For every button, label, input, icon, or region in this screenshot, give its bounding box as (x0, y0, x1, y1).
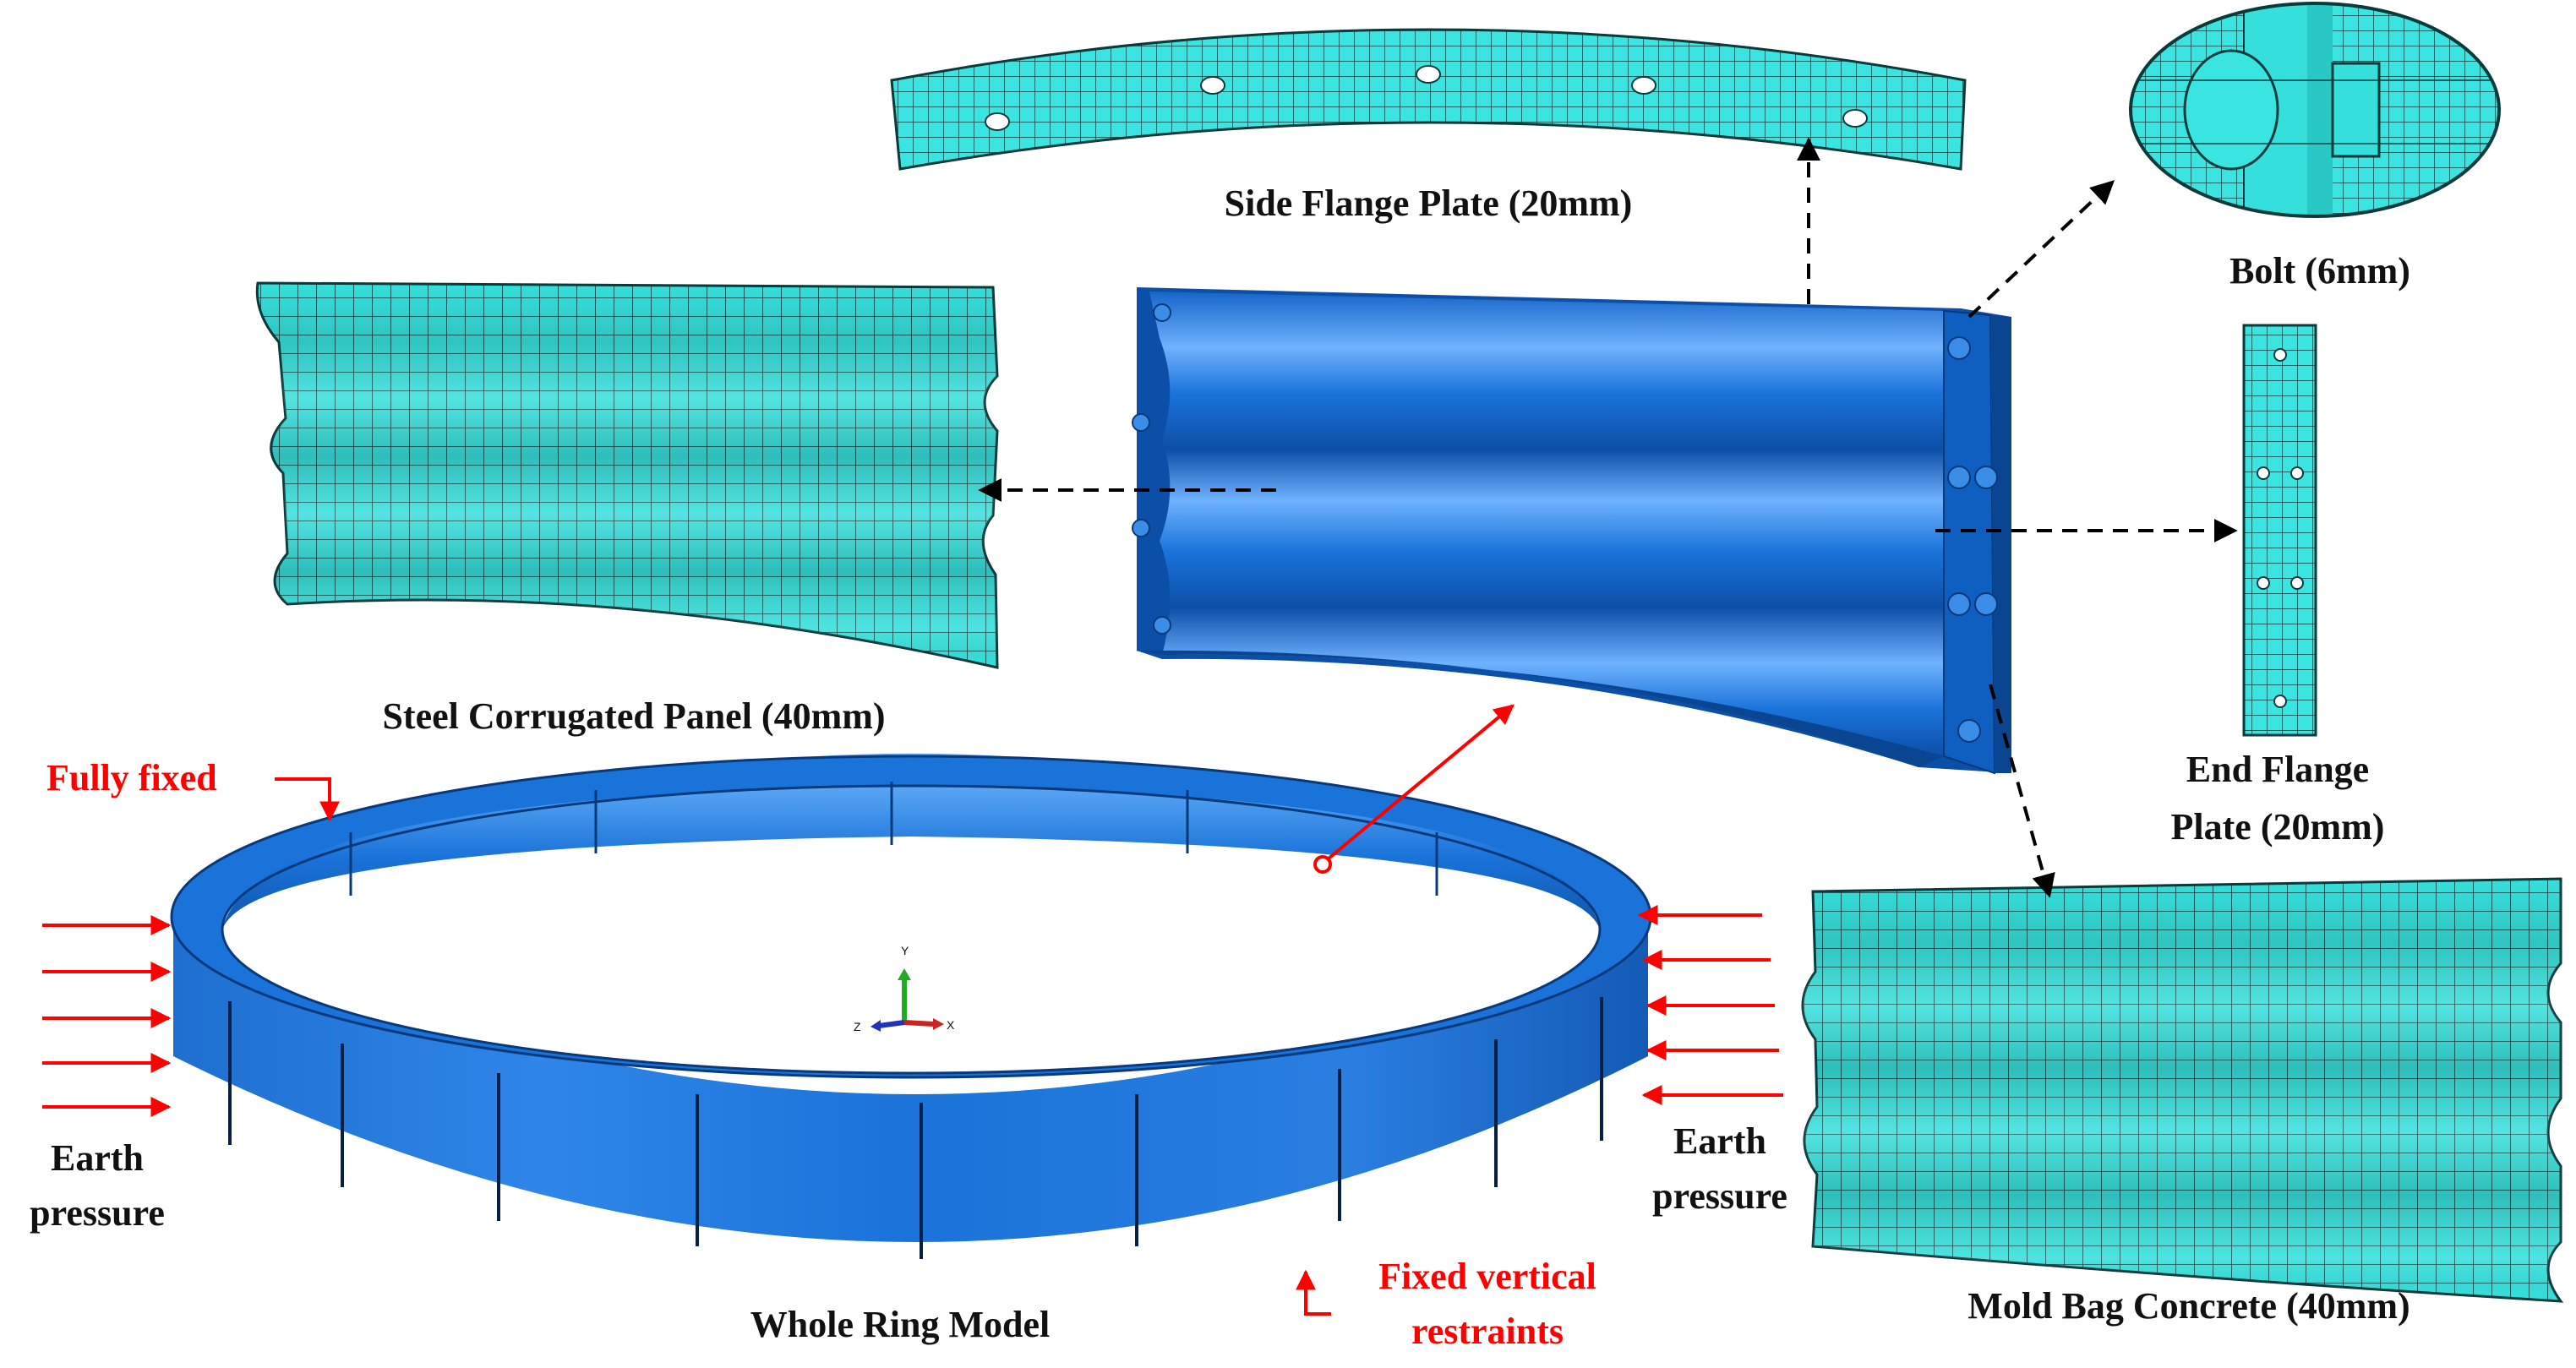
ring-to-segment-pointer (1313, 704, 1514, 874)
mold-bag-label: Mold Bag Concrete (40mm) (1967, 1285, 2410, 1327)
earth-pressure-right-line2: pressure (1652, 1175, 1787, 1217)
earth-pressure-arrows-right (1637, 905, 1783, 1105)
end-flange-plate-mesh (2242, 324, 2317, 737)
axis-z-label: Z (854, 1020, 861, 1033)
end-flange-label-line1: End Flange (2186, 749, 2369, 790)
coordinate-axes-triad: Y X Z (854, 944, 955, 1033)
earth-pressure-right-line1: Earth (1673, 1120, 1766, 1162)
earth-pressure-left-line1: Earth (51, 1137, 144, 1179)
single-segment-model (1132, 287, 2011, 775)
axis-x-label: X (947, 1018, 955, 1032)
ring-segment-joints (228, 997, 1603, 1259)
leader-to-bolt (1967, 180, 2115, 319)
steel-corrugated-panel-mesh (255, 281, 999, 669)
side-flange-bolt-holes (985, 65, 1868, 131)
whole-ring-model (170, 753, 1652, 1259)
fixed-vertical-label-line2: restraints (1411, 1311, 1564, 1352)
fixed-vertical-label-line1: Fixed vertical (1378, 1256, 1596, 1297)
fixed-vertical-arrow (1296, 1269, 1331, 1316)
segment-bolt-heads (1132, 303, 1998, 743)
end-flange-bolt-holes (2257, 348, 2304, 708)
axis-y-label: Y (901, 944, 909, 957)
fully-fixed-label: Fully fixed (46, 757, 217, 798)
leader-to-mold-bag (1989, 684, 2055, 898)
bolt-detail-view (2129, 2, 2501, 218)
mold-bag-concrete-mesh (1801, 877, 2564, 1303)
earth-pressure-arrows-left (42, 915, 172, 1117)
end-flange-label-line2: Plate (20mm) (2171, 806, 2385, 848)
fully-fixed-arrow (275, 777, 340, 822)
leader-arrows (978, 137, 2238, 898)
side-flange-plate-mesh (890, 28, 1967, 171)
bolt-label: Bolt (6mm) (2229, 250, 2410, 292)
steel-panel-label: Steel Corrugated Panel (40mm) (382, 695, 885, 737)
whole-ring-label: Whole Ring Model (750, 1304, 1050, 1345)
earth-pressure-left-line2: pressure (30, 1192, 165, 1234)
side-flange-label: Side Flange Plate (20mm) (1225, 183, 1633, 224)
